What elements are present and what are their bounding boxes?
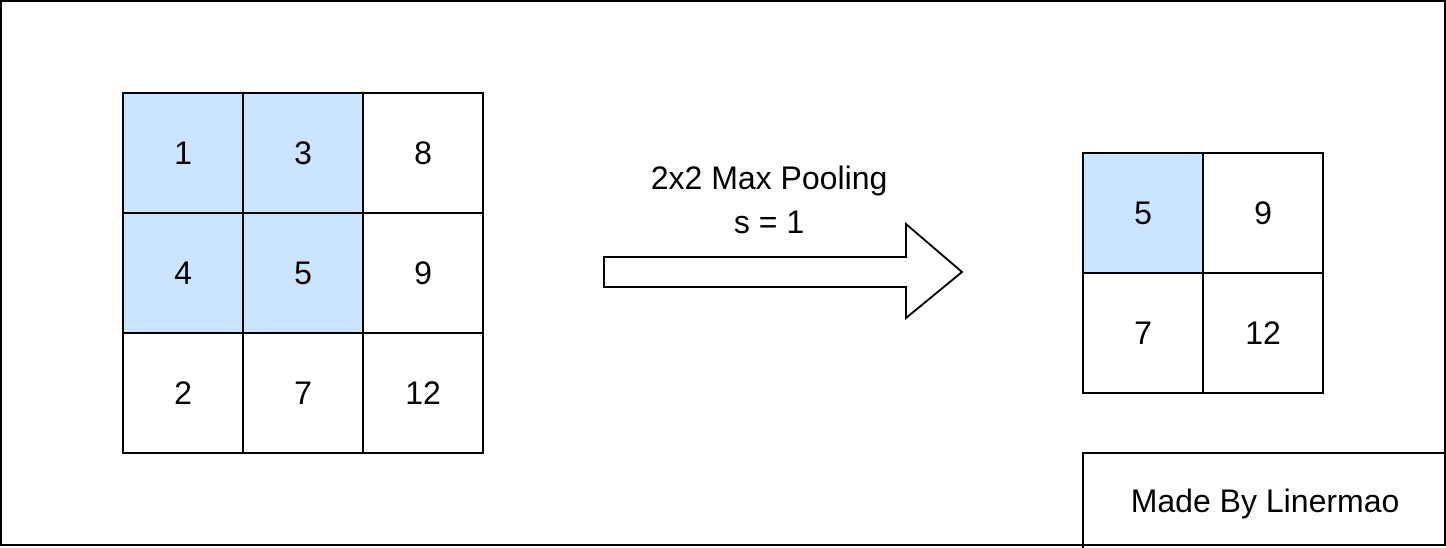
matrix-cell: 12 <box>363 333 483 453</box>
matrix-cell: 2 <box>123 333 243 453</box>
matrix-cell-highlighted: 4 <box>123 213 243 333</box>
operation-label: 2x2 Max Pooling s = 1 <box>602 156 936 244</box>
stride-label: s = 1 <box>733 204 805 240</box>
matrix-cell: 7 <box>1083 273 1203 393</box>
right-arrow-icon <box>603 221 964 321</box>
matrix-cell-highlighted: 1 <box>123 93 243 213</box>
matrix-cell-highlighted: 5 <box>1083 153 1203 273</box>
matrix-cell-highlighted: 5 <box>243 213 363 333</box>
credit-label: Made By Linermao <box>1082 452 1446 548</box>
matrix-cell: 12 <box>1203 273 1323 393</box>
matrix-cell: 9 <box>1203 153 1323 273</box>
matrix-cell: 7 <box>243 333 363 453</box>
matrix-cell: 9 <box>363 213 483 333</box>
operation-name: 2x2 Max Pooling <box>650 160 888 196</box>
matrix-cell: 8 <box>363 93 483 213</box>
matrix-cell-highlighted: 3 <box>243 93 363 213</box>
